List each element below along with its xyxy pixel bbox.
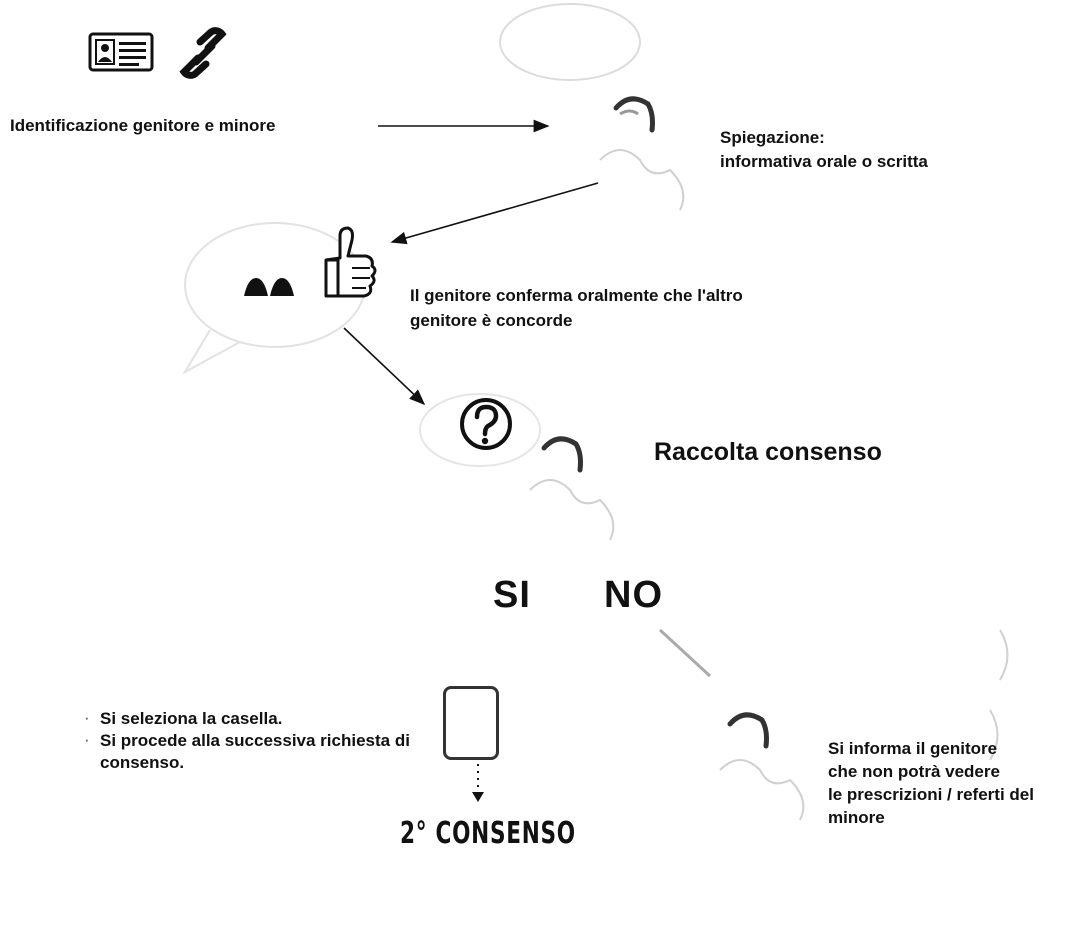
faint-bubble-question xyxy=(419,393,541,467)
yes-label: SI xyxy=(493,574,531,616)
link-icon xyxy=(172,24,234,87)
hand-icon-consent xyxy=(540,432,590,485)
explanation-body: informativa orale o scritta xyxy=(720,152,928,171)
faint-hand-sketches xyxy=(529,149,1009,821)
inform-line-1: Si informa il genitore xyxy=(828,739,998,758)
no-label: NO xyxy=(604,574,663,616)
id-card-icon xyxy=(88,32,154,77)
people-icon xyxy=(240,268,300,303)
yes-step-2: Si procede alla successiva richiesta di … xyxy=(84,729,418,774)
yes-step-1: Si seleziona la casella. xyxy=(84,707,418,730)
hand-icon-inform xyxy=(726,708,776,761)
inform-line-4: minore xyxy=(828,808,885,827)
inform-line-2: che non potrà vedere xyxy=(828,762,1000,781)
yes-branch-steps: Si seleziona la casella. Si procede alla… xyxy=(84,707,418,774)
arrow-explanation-to-confirm xyxy=(390,182,599,245)
thumbs-up-icon xyxy=(318,226,377,305)
inform-line-3: le prescrizioni / referti del xyxy=(828,785,1034,804)
consent-checkbox[interactable] xyxy=(443,686,499,760)
consent-title: Raccolta consenso xyxy=(654,438,882,466)
question-mark-icon xyxy=(458,396,514,457)
arrow-confirm-to-consent xyxy=(343,327,426,406)
explanation-title: Spiegazione: xyxy=(720,128,825,147)
second-consent-label: 2° CONSENSO xyxy=(400,816,576,851)
hand-icon-explanation xyxy=(612,92,662,145)
confirm-line-2: genitore è concorde xyxy=(410,311,573,330)
arrow-no-to-inform xyxy=(658,628,712,678)
confirm-line-1: Il genitore conferma oralmente che l'alt… xyxy=(410,286,743,305)
identification-label: Identificazione genitore e minore xyxy=(10,116,276,135)
faint-speech-bubble-top xyxy=(499,3,641,81)
